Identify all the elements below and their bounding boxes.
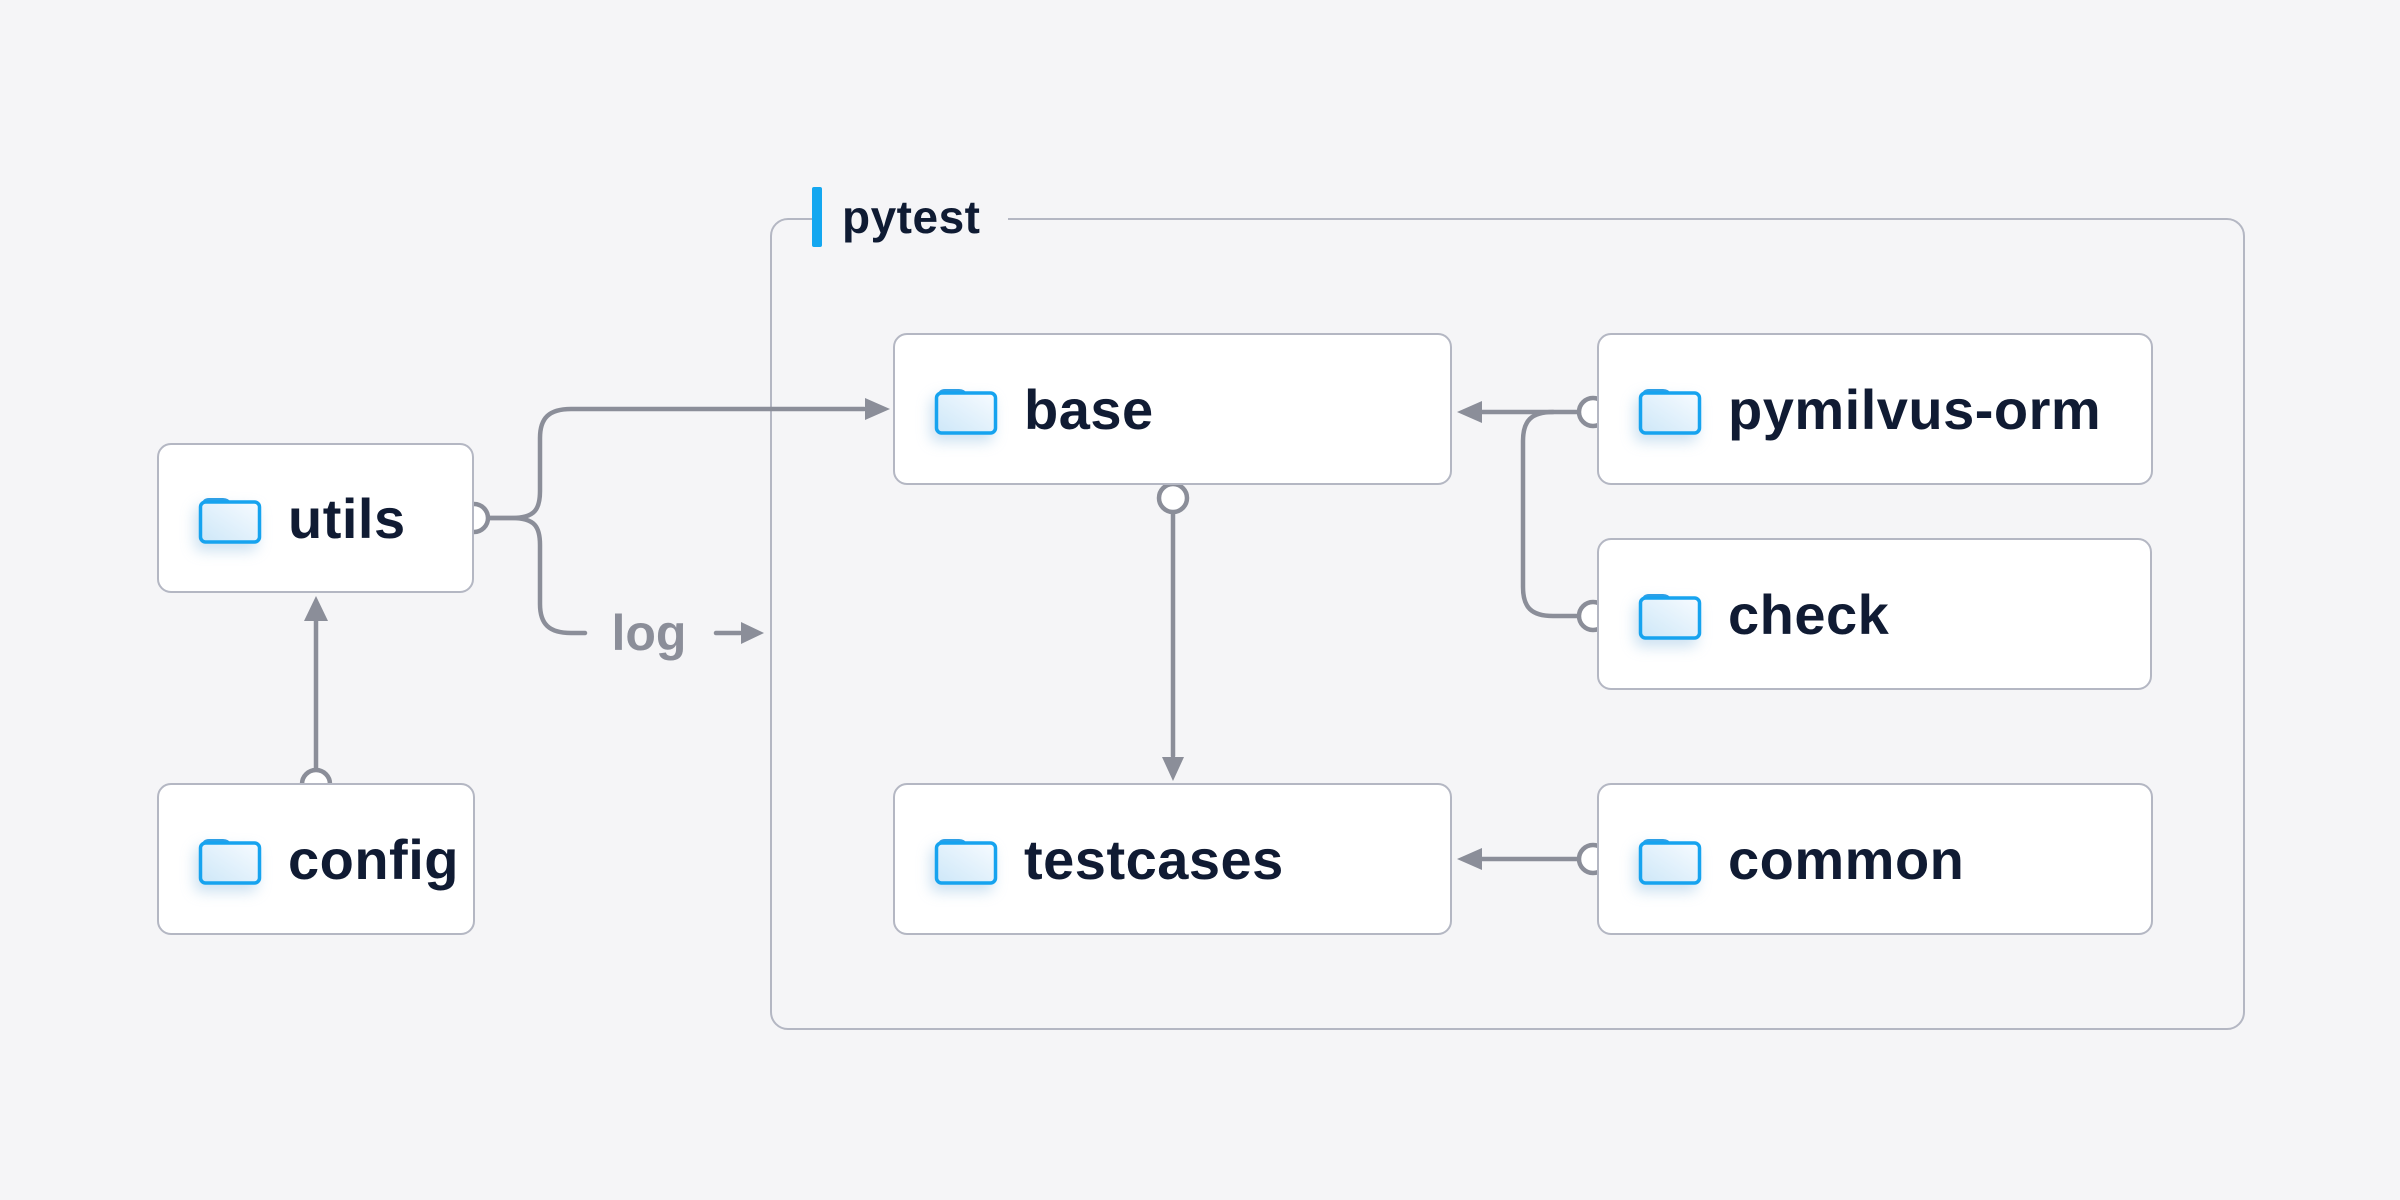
node-label: check bbox=[1728, 582, 1890, 646]
pytest-group-label: pytest bbox=[812, 186, 1009, 248]
edge-label-log: log bbox=[611, 605, 687, 661]
node-check: check bbox=[1597, 538, 2152, 690]
node-testcases: testcases bbox=[893, 783, 1452, 935]
node-base: base bbox=[893, 333, 1452, 485]
node-label: common bbox=[1728, 827, 1965, 891]
folder-icon bbox=[1638, 839, 1702, 885]
node-common: common bbox=[1597, 783, 2153, 935]
folder-icon bbox=[198, 498, 262, 544]
folder-icon bbox=[934, 839, 998, 885]
accent-bar-icon bbox=[812, 187, 822, 247]
node-label: base bbox=[1024, 377, 1154, 441]
edge-config-utils bbox=[304, 596, 328, 771]
node-label: testcases bbox=[1024, 827, 1284, 891]
node-utils: utils bbox=[157, 443, 474, 593]
node-pymilvus-orm: pymilvus-orm bbox=[1597, 333, 2153, 485]
node-label: utils bbox=[288, 486, 406, 550]
node-label: pymilvus-orm bbox=[1728, 377, 2102, 441]
pytest-container bbox=[770, 218, 2245, 1030]
folder-icon bbox=[198, 839, 262, 885]
folder-icon bbox=[1638, 594, 1702, 640]
folder-icon bbox=[934, 389, 998, 435]
folder-icon bbox=[1638, 389, 1702, 435]
pytest-group-label-text: pytest bbox=[842, 191, 981, 243]
node-config: config bbox=[157, 783, 475, 935]
node-label: config bbox=[288, 827, 459, 891]
